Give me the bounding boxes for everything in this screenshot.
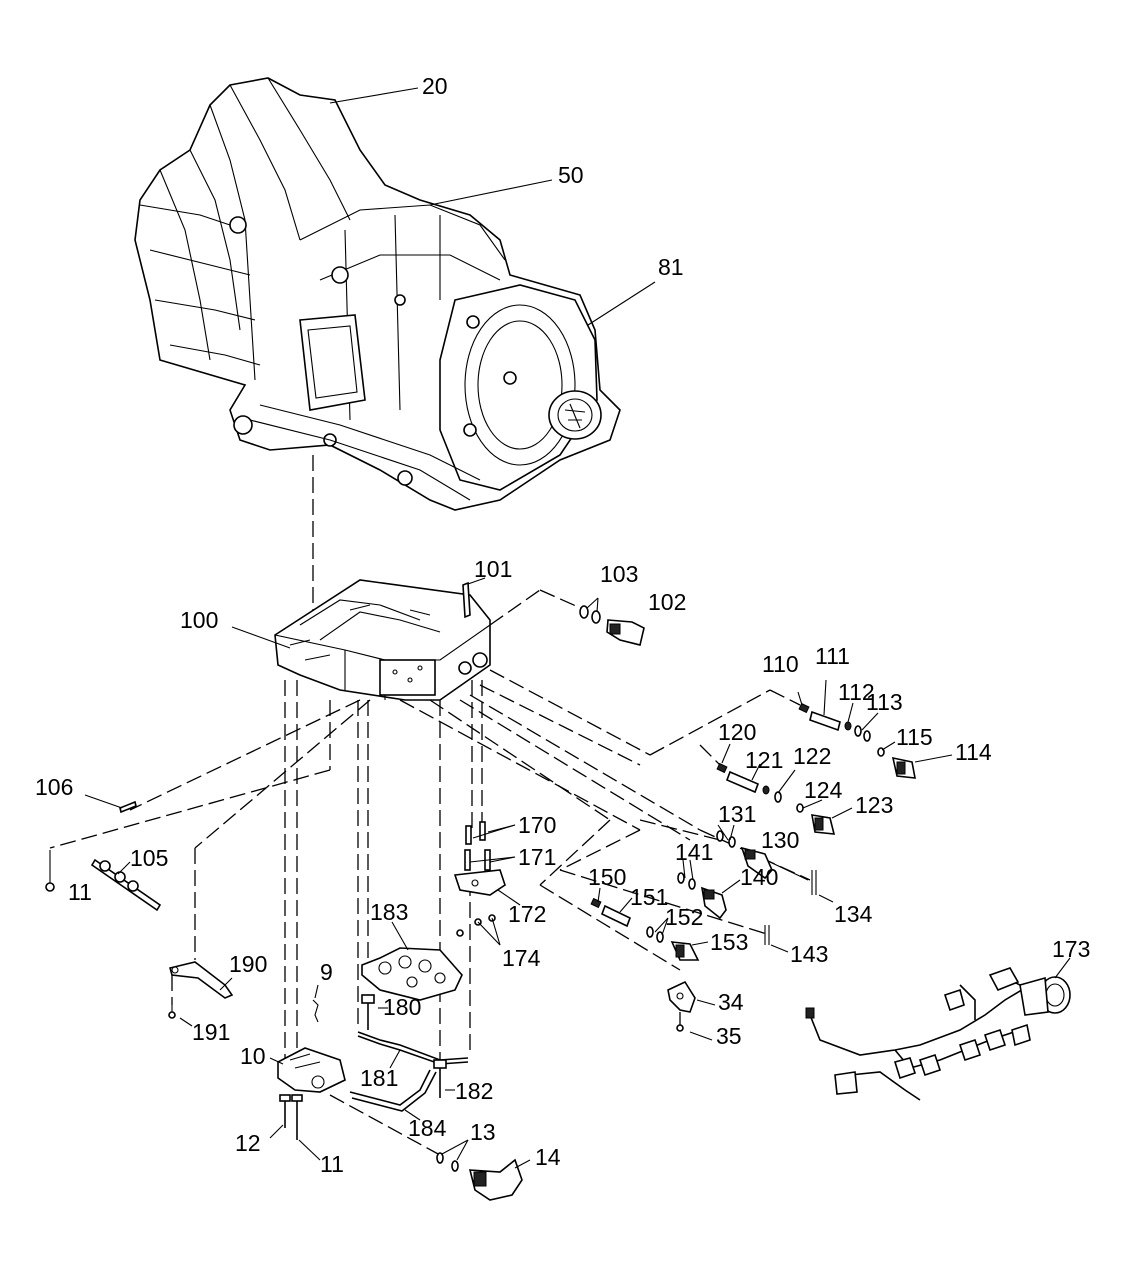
callout-20: 20: [422, 73, 448, 99]
callout-121: 121: [745, 747, 783, 773]
callout-100: 100: [180, 607, 218, 633]
bracket-190: [168, 961, 234, 1027]
callout-11-bottom: 11: [320, 1151, 344, 1177]
callout-14: 14: [535, 1144, 561, 1170]
callout-173: 173: [1052, 936, 1090, 962]
callout-110: 110: [762, 651, 799, 677]
callout-170: 170: [518, 812, 556, 838]
transmission-assembly: [134, 77, 656, 511]
callout-114: 114: [955, 739, 992, 765]
callout-150: 150: [588, 864, 626, 890]
callout-122: 122: [793, 743, 831, 769]
callout-35: 35: [716, 1023, 742, 1049]
callout-134: 134: [834, 901, 873, 927]
callout-12: 12: [235, 1130, 261, 1156]
callout-141: 141: [675, 839, 713, 865]
valve-body: [231, 577, 491, 701]
callout-140: 140: [740, 864, 778, 890]
callout-174: 174: [502, 945, 541, 971]
callout-81: 81: [658, 254, 684, 280]
callout-183: 183: [370, 899, 408, 925]
callout-106: 106: [35, 774, 73, 800]
callout-50: 50: [558, 162, 584, 188]
solenoid-assemblies: [399, 669, 953, 971]
callout-34: 34: [718, 989, 744, 1015]
manual-shaft-group: [269, 984, 531, 1201]
bracket-34: [667, 980, 716, 1041]
callout-115: 115: [896, 724, 933, 750]
callout-190: 190: [229, 951, 267, 977]
callout-153: 153: [710, 929, 748, 955]
callout-120: 120: [718, 719, 756, 745]
harness-and-brackets: [284, 680, 521, 1121]
callout-123: 123: [855, 792, 893, 818]
callout-131: 131: [718, 801, 756, 827]
callout-181: 181: [360, 1065, 398, 1091]
callout-11-left: 11: [68, 879, 92, 905]
callout-182: 182: [455, 1078, 493, 1104]
callout-labels: 20 50 81 100 101 102 103 105 106 11 110 …: [35, 73, 1090, 1177]
callout-143: 143: [790, 941, 828, 967]
callout-151: 151: [630, 884, 668, 910]
callout-172: 172: [508, 901, 546, 927]
callout-105: 105: [130, 845, 168, 871]
callout-171: 171: [518, 844, 556, 870]
callout-191: 191: [192, 1019, 230, 1045]
callout-113: 113: [866, 689, 903, 715]
callout-184: 184: [408, 1115, 447, 1141]
callout-102: 102: [648, 589, 686, 615]
callout-130: 130: [761, 827, 799, 853]
callout-103: 103: [600, 561, 638, 587]
callout-180: 180: [383, 994, 421, 1020]
callout-10: 10: [240, 1043, 266, 1069]
callout-101: 101: [474, 556, 512, 582]
callout-13: 13: [470, 1119, 496, 1145]
callout-124: 124: [804, 777, 843, 803]
wiring-harness-173: [805, 957, 1071, 1101]
callout-9: 9: [320, 959, 333, 985]
pressure-switch-102: [489, 589, 645, 646]
callout-112: 112: [838, 679, 875, 705]
valve-line-parts: [45, 699, 371, 960]
callout-152: 152: [665, 904, 703, 930]
callout-111: 111: [815, 643, 850, 669]
